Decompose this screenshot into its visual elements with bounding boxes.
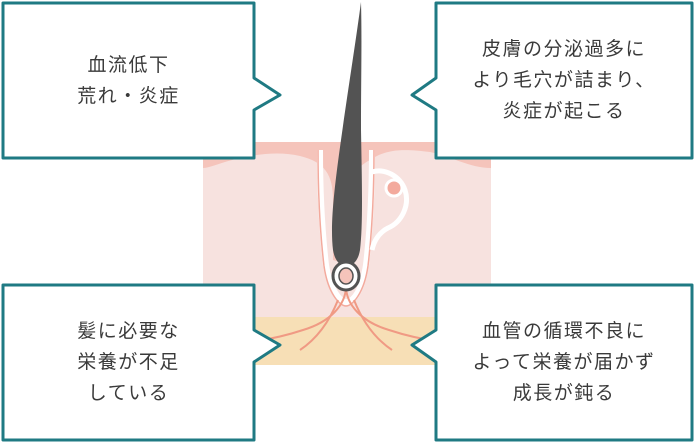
callout-bubble-bottom-left [1,283,282,442]
follicle-outline [317,149,375,307]
lower-fat-layer [255,347,445,365]
sebaceous-gland [369,168,409,251]
hair-shaft [331,2,362,266]
callout-bubble-top-left [1,1,282,160]
hair-papilla [331,260,361,292]
follicle-sheath [317,149,375,306]
callout-bubble-bottom-right [410,283,694,442]
callout-bubble-top-right [410,1,694,160]
